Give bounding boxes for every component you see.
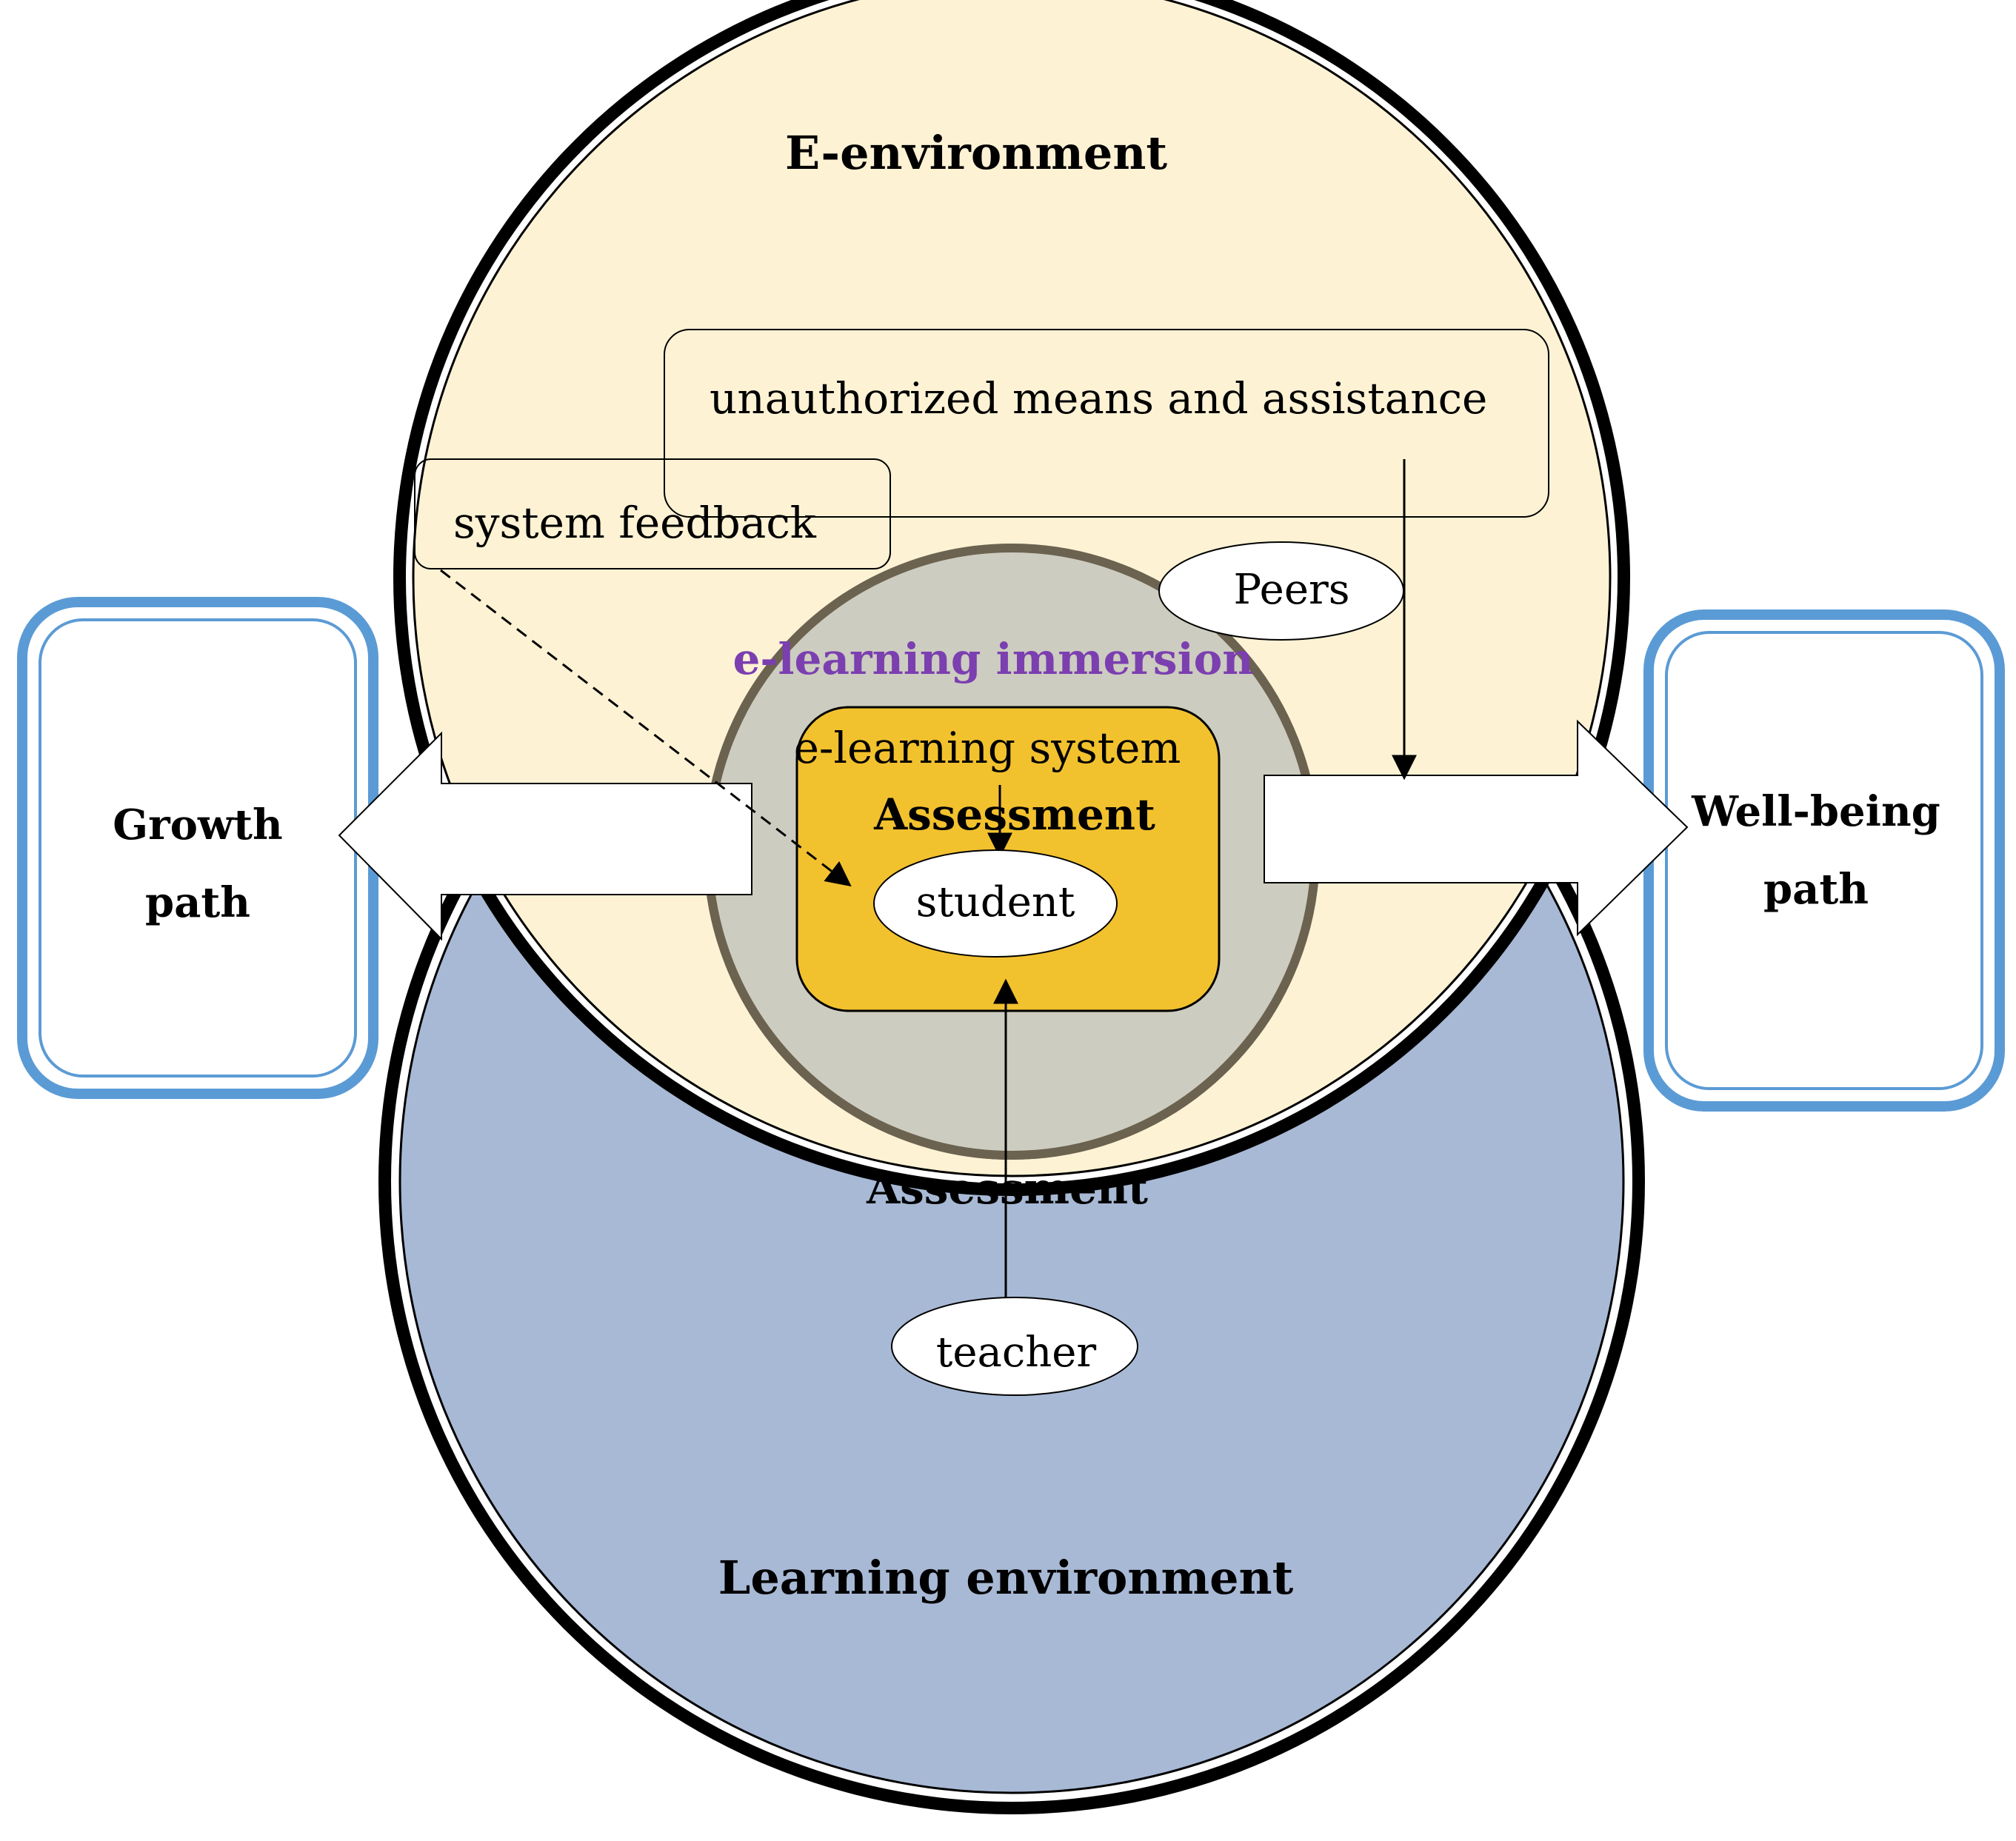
system-feedback-box — [414, 458, 891, 569]
learning-environment-title: Learning environment — [718, 1551, 1294, 1605]
wellbeing-path-label-line1: Well-being — [1691, 787, 1940, 836]
assessment-outer-label: Assessment — [866, 1163, 1148, 1214]
unauthorized-means-box — [664, 329, 1549, 518]
teacher-label: teacher — [936, 1329, 1097, 1377]
left-arrow-icon — [338, 731, 752, 941]
system-feedback-connector — [440, 569, 852, 887]
elearning-system-label: e-learning system — [794, 723, 1181, 773]
assessment-inner-label: Assessment — [873, 789, 1155, 840]
unauthorized-means-label: unauthorized means and assistance — [710, 373, 1487, 424]
teacher-node — [891, 1297, 1138, 1396]
e-environment-title: E-environment — [785, 126, 1167, 180]
peers-label: Peers — [1234, 566, 1350, 614]
student-label: student — [916, 878, 1075, 926]
peers-node — [1158, 541, 1404, 641]
student-node — [873, 849, 1118, 958]
growth-path-label-line1: Growth — [113, 801, 282, 849]
system-feedback-label: system feedback — [453, 498, 817, 548]
growth-path-box: Growth path — [17, 597, 378, 1099]
immersion-label: e-learning immersion — [733, 634, 1254, 684]
wellbeing-path-box: Well-being path — [1643, 609, 2005, 1112]
right-arrow-icon — [1264, 719, 1689, 937]
growth-path-label-line2: path — [145, 878, 250, 927]
wellbeing-path-label-line2: path — [1763, 865, 1869, 914]
